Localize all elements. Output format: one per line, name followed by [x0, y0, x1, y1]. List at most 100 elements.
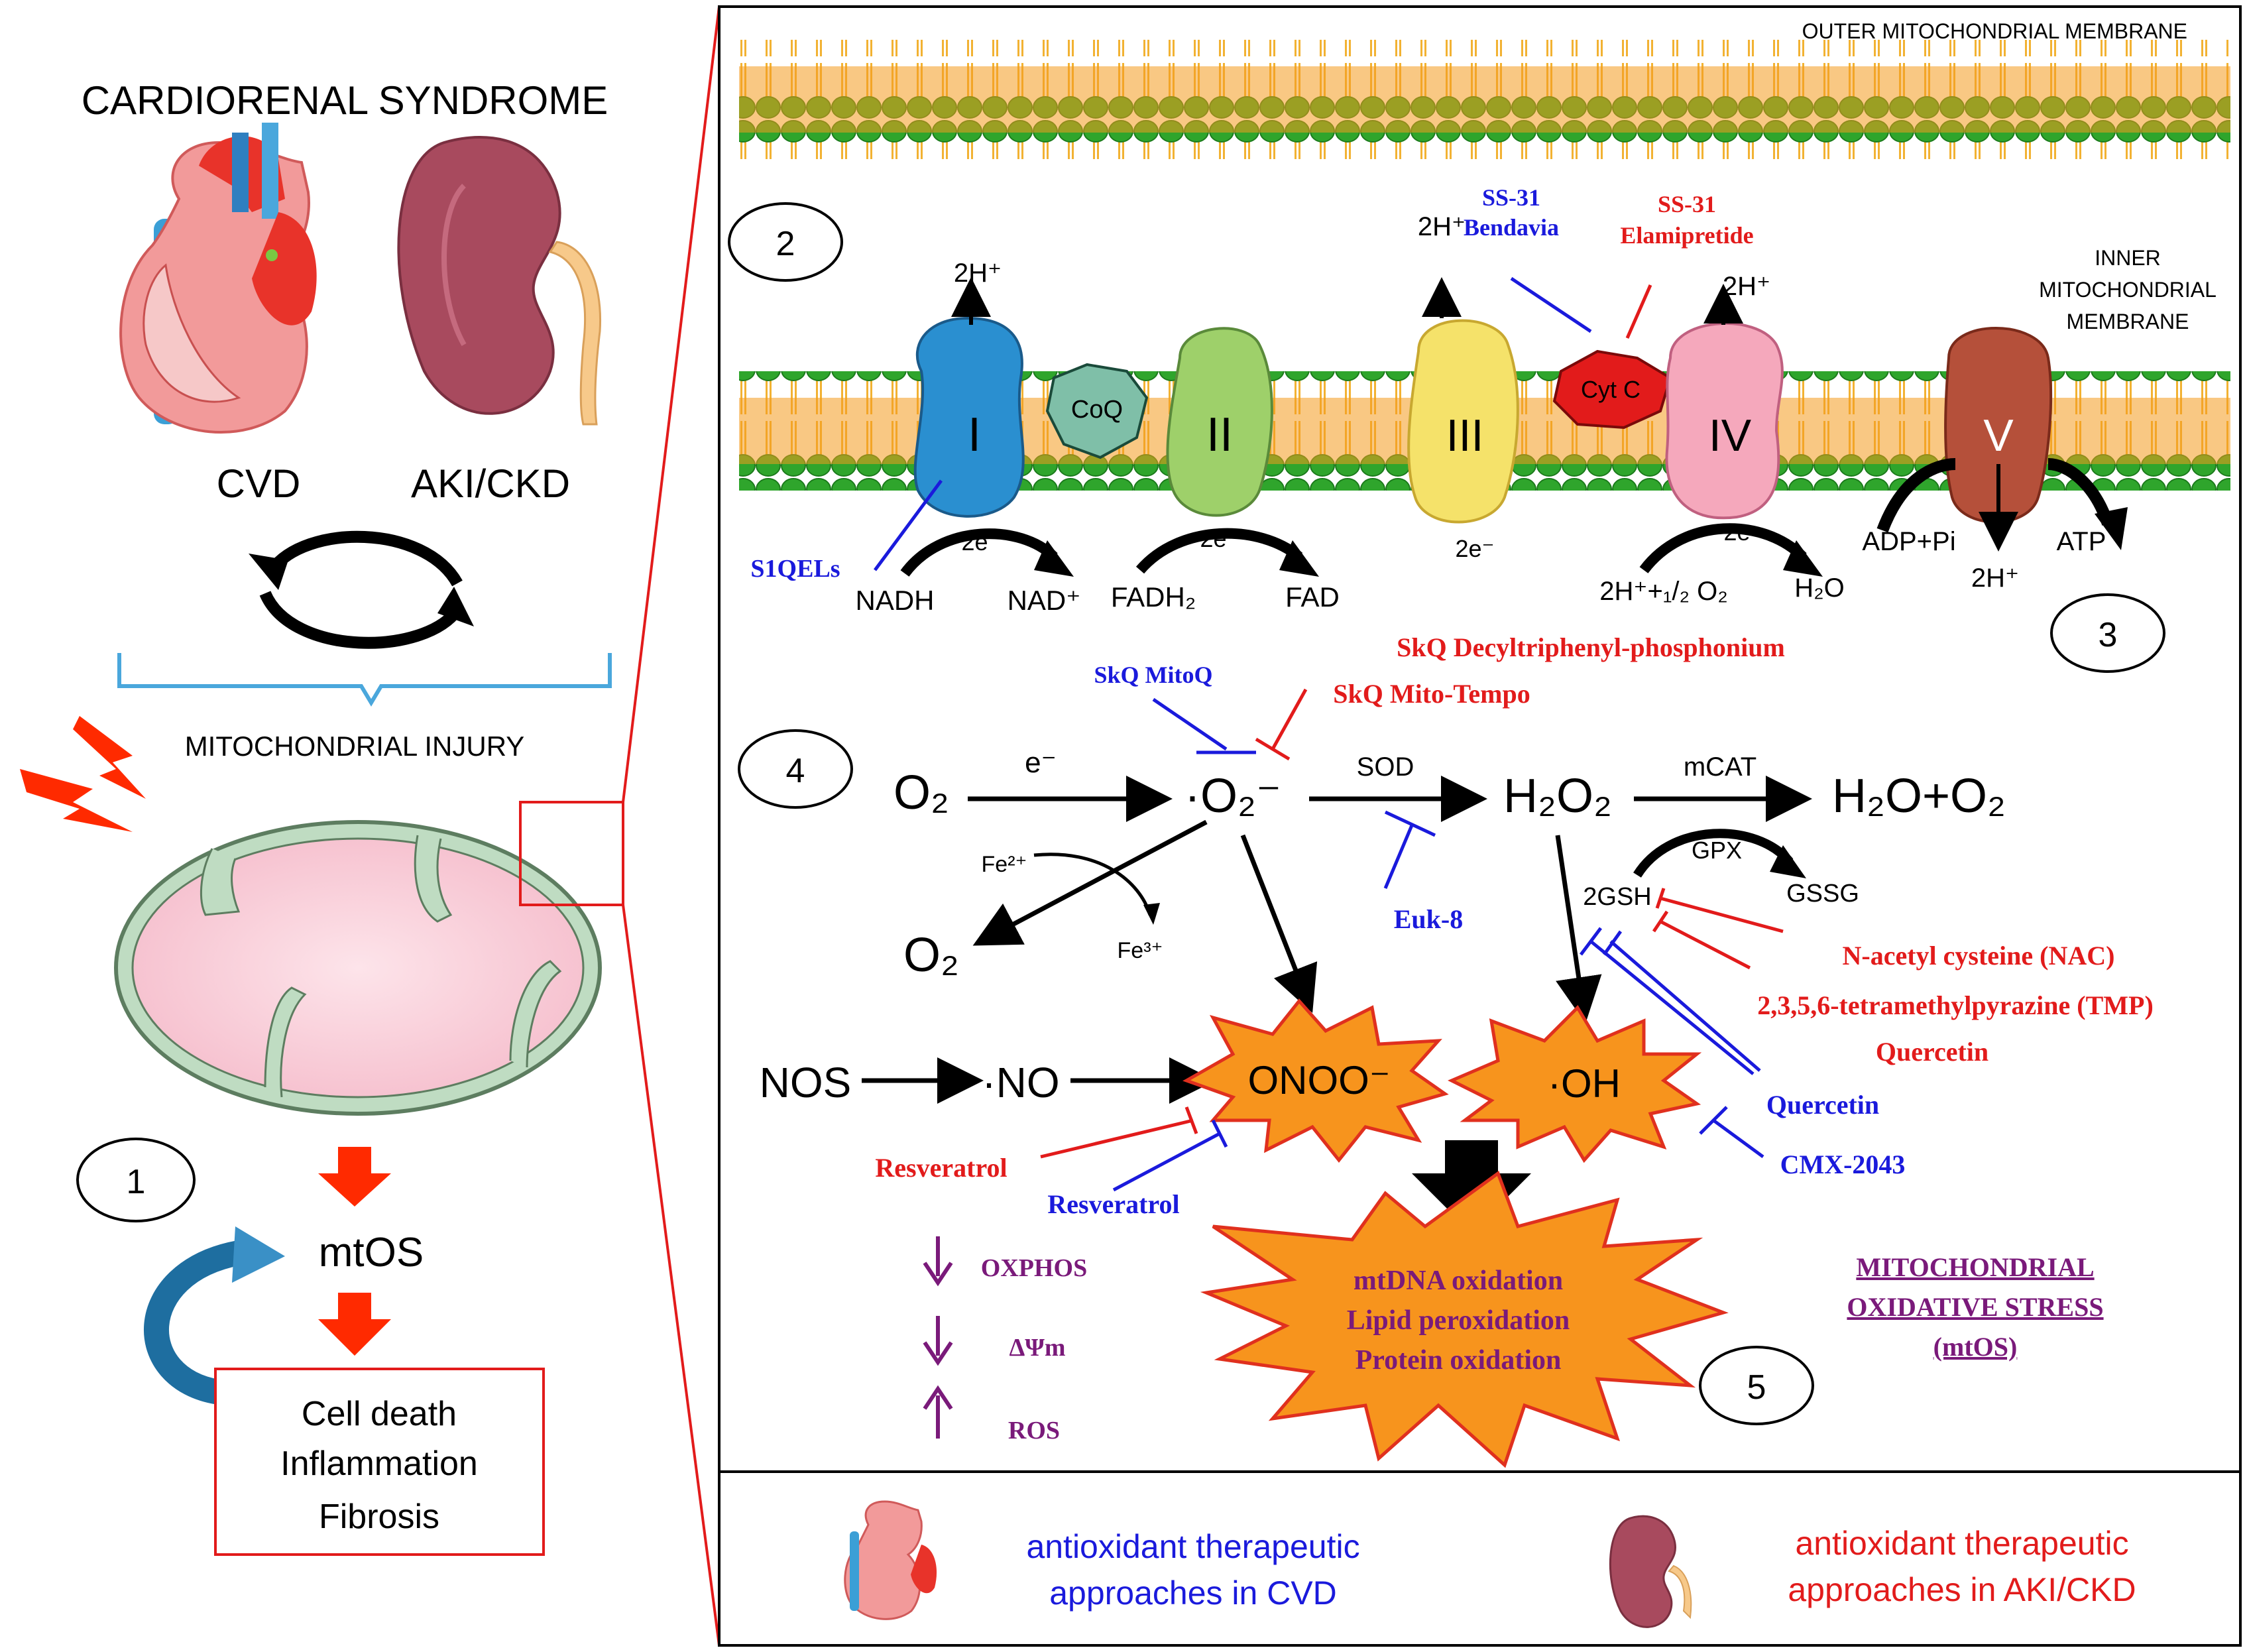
s1qels-label: S1QELs — [750, 555, 840, 583]
mtos-title: MITOCHONDRIAL OXIDATIVE STRESS (mtOS) — [1847, 1252, 2103, 1362]
cardiorenal-title: CARDIORENAL SYNDROME — [82, 78, 608, 123]
svg-text:antioxidant therapeutic: antioxidant therapeutic — [1026, 1528, 1359, 1565]
ss31-akickd-2: Elamipretide — [1620, 222, 1753, 249]
inner-membrane-label-2: MITOCHONDRIAL — [2039, 278, 2217, 302]
svg-text:approaches in CVD: approaches in CVD — [1049, 1574, 1337, 1612]
svg-text:Protein oxidation: Protein oxidation — [1355, 1345, 1562, 1376]
no-label: ·NO — [982, 1059, 1059, 1106]
left-panel: CARDIORENAL SYNDROME CVD AKI/CKD — [20, 6, 720, 1646]
electron-label: e⁻ — [1025, 746, 1057, 779]
kidney-icon — [397, 136, 602, 426]
tmp-label: 2,3,5,6-tetramethylpyrazine (TMP) — [1757, 990, 2154, 1020]
heart-icon — [119, 123, 317, 434]
outcomes-box — [214, 1368, 545, 1556]
lightning-icon — [20, 716, 146, 832]
step1-badge — [76, 1138, 196, 1222]
h2o-label: H₂O — [1794, 573, 1845, 603]
svg-text:mtDNA oxidation: mtDNA oxidation — [1354, 1266, 1563, 1296]
svg-text:ROS: ROS — [1008, 1417, 1060, 1445]
cycle-arrows — [249, 530, 474, 649]
sod-label: SOD — [1357, 752, 1414, 782]
proton-v: 2H⁺ — [1971, 563, 2019, 593]
fe2-label: Fe²⁺ — [982, 852, 1027, 877]
ss31-cvd-1: SS-31 — [1482, 184, 1540, 211]
coq-icon: CoQ — [1045, 363, 1149, 459]
step4-number: 4 — [786, 752, 805, 790]
mtos-label: mtOS — [319, 1230, 424, 1275]
gssg-label: GSSG — [1786, 880, 1859, 908]
fadh2-label: FADH₂ — [1111, 581, 1196, 613]
effects-list: OXPHOS ΔΨm ROS — [923, 1236, 1087, 1445]
complex-iii: III — [1407, 319, 1519, 524]
complex-ii: II — [1166, 327, 1273, 517]
fe3-label: Fe³⁺ — [1118, 938, 1163, 963]
electrons-i: 2e⁻ — [961, 528, 1000, 556]
o2-reduction-label: 2H⁺+₁/₂ O₂ — [1599, 577, 1728, 606]
outcome-3: Fibrosis — [319, 1498, 439, 1536]
outer-membrane-label: OUTER MITOCHONDRIAL MEMBRANE — [1802, 19, 2187, 43]
right-panel: OUTER MITOCHONDRIAL MEMBRANE INNER MITOC… — [718, 5, 2242, 1647]
quercetin-blue: Quercetin — [1766, 1090, 1879, 1120]
svg-text:OXIDATIVE STRESS: OXIDATIVE STRESS — [1847, 1292, 2103, 1322]
svg-text:CoQ: CoQ — [1071, 396, 1123, 424]
svg-text:ONOO⁻: ONOO⁻ — [1247, 1058, 1390, 1102]
gpx-label: GPX — [1692, 837, 1742, 864]
svg-text:II: II — [1206, 408, 1233, 461]
big-down-arrow — [1412, 1140, 1531, 1233]
ss31-akickd-1: SS-31 — [1658, 191, 1716, 217]
step2-badge — [728, 202, 843, 282]
akickd-label: AKI/CKD — [411, 461, 570, 506]
step4-badge — [738, 729, 853, 809]
svg-text:OXPHOS: OXPHOS — [981, 1254, 1087, 1282]
proton-iii: 2H⁺ — [1418, 212, 1466, 241]
inner-membrane-label-3: MEMBRANE — [2067, 310, 2189, 333]
inner-membrane-label-1: INNER — [2095, 246, 2161, 270]
proton-iv: 2H⁺ — [1723, 272, 1770, 301]
svg-text:approaches in AKI/CKD: approaches in AKI/CKD — [1788, 1571, 2136, 1608]
quercetin-red: Quercetin — [1876, 1037, 1988, 1067]
svg-text:V: V — [1983, 410, 2014, 461]
step2-number: 2 — [776, 225, 795, 263]
proton-i: 2H⁺ — [954, 259, 1002, 288]
cmx-label: CMX-2043 — [1780, 1150, 1906, 1179]
complex-v: V — [1944, 327, 2053, 524]
mcat-label: mCAT — [1684, 752, 1757, 782]
step5-number: 5 — [1747, 1368, 1766, 1407]
svg-text:ΔΨm: ΔΨm — [1009, 1334, 1065, 1362]
gsh-label: 2GSH — [1583, 883, 1651, 911]
skq-mitoq: SkQ MitoQ — [1094, 662, 1212, 688]
svg-text:·OH: ·OH — [1548, 1061, 1621, 1106]
damage-burst: mtDNA oxidation Lipid peroxidation Prote… — [1200, 1171, 1729, 1468]
svg-text:Cyt C: Cyt C — [1581, 376, 1641, 403]
h2o2: H₂O₂ — [1503, 770, 1612, 823]
electrons-ii: 2e⁻ — [1200, 525, 1239, 552]
resveratrol-red: Resveratrol — [875, 1153, 1007, 1183]
ss31-cvd-2: Bendavia — [1464, 214, 1559, 241]
cytc-icon: Cyt C — [1552, 349, 1672, 430]
legend-heart-icon — [844, 1500, 937, 1620]
cvd-label: CVD — [217, 461, 301, 506]
step1-number: 1 — [127, 1163, 146, 1201]
outcome-1: Cell death — [302, 1395, 457, 1433]
skq-tempo: SkQ Mito-Tempo — [1333, 679, 1530, 709]
svg-text:Lipid peroxidation: Lipid peroxidation — [1347, 1305, 1570, 1336]
resveratrol-blue: Resveratrol — [1047, 1189, 1179, 1219]
brace — [117, 653, 612, 707]
svg-text:III: III — [1446, 410, 1484, 461]
complex-i: I — [913, 316, 1025, 518]
step5-badge — [1699, 1346, 1814, 1425]
feedback-arrow — [144, 1226, 285, 1405]
legend-akickd: antioxidant therapeutic approaches in AK… — [1609, 1515, 2136, 1628]
oh-burst: ·OH — [1448, 1004, 1702, 1163]
svg-text:MITOCHONDRIAL: MITOCHONDRIAL — [1856, 1252, 2094, 1282]
nac-label: N-acetyl cysteine (NAC) — [1843, 941, 2115, 971]
down-arrow-1 — [318, 1147, 391, 1207]
superoxide: ·O₂⁻ — [1184, 770, 1281, 823]
complex-iv: IV — [1665, 322, 1784, 520]
nad-label: NAD⁺ — [1008, 585, 1081, 616]
o2-product: O₂ — [903, 929, 959, 982]
h2o-o2: H₂O+O₂ — [1832, 770, 2006, 823]
nadh-label: NADH — [855, 585, 934, 616]
zoom-box — [519, 801, 624, 906]
